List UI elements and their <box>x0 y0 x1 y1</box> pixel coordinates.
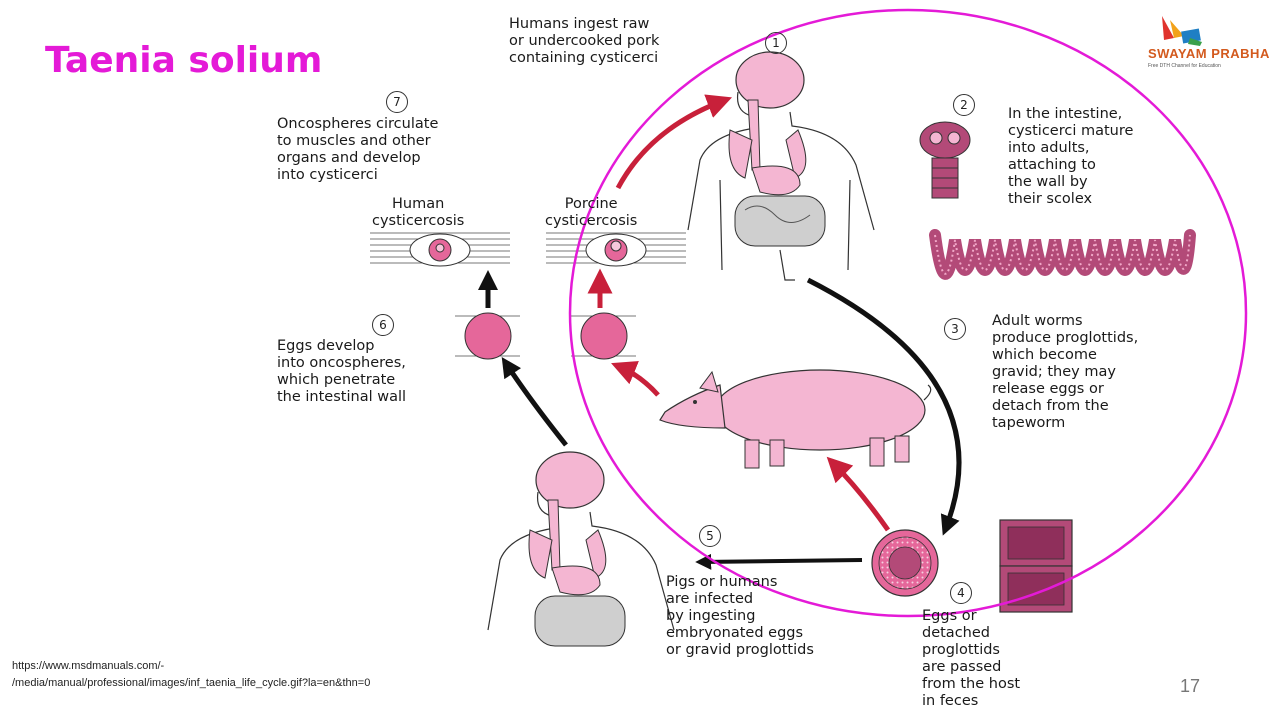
step-number-2: 2 <box>953 94 975 116</box>
adult-tapeworm <box>929 229 1196 280</box>
scolex-illustration <box>919 121 971 199</box>
step-number-7: 7 <box>386 91 408 113</box>
embryonated-egg <box>871 529 939 597</box>
page-number: 17 <box>1180 676 1201 696</box>
pig-illustration <box>659 369 932 469</box>
highlight-circle <box>568 8 1248 618</box>
arrow-egg-to-human <box>695 553 863 570</box>
step-5-label: Pigs or humans are infected by ingesting… <box>666 574 814 658</box>
arrow-human-to-egg <box>806 277 962 536</box>
arrow-human-to-oncosphere <box>501 356 568 447</box>
swayam-prabha-logo: SWAYAM PRABHA Free DTH Channel for Educa… <box>1140 8 1269 78</box>
step-1-label: Humans ingest raw or undercooked pork co… <box>509 16 660 66</box>
human-figure-bottom <box>487 451 675 647</box>
logo-text: SWAYAM PRABHA <box>1148 46 1270 61</box>
step-7-label: Oncospheres circulate to muscles and oth… <box>277 116 439 183</box>
source-url-line-1: https://www.msdmanuals.com/- <box>12 660 165 672</box>
gravid-proglottids <box>999 519 1073 613</box>
human-cysticercosis-label: Human cysticercosis <box>372 196 465 229</box>
step-number-6: 6 <box>372 314 394 336</box>
step-4-label: Eggs or detached proglottids are passed … <box>922 608 1021 709</box>
step-3-label: Adult worms produce proglottids, which b… <box>992 313 1139 431</box>
source-url-line-2: /media/manual/professional/images/inf_ta… <box>12 677 371 689</box>
porcine-cysticercosis-tissue <box>546 232 686 267</box>
logo-mark-icon <box>1162 16 1202 46</box>
arrow-pig-to-oncosphere <box>611 361 660 397</box>
step-number-3: 3 <box>944 318 966 340</box>
oncosphere-pig <box>571 312 636 360</box>
step-2-label: In the intestine, cysticerci mature into… <box>1008 106 1134 207</box>
arrow-egg-to-pig <box>826 456 891 532</box>
slide-title: Taenia solium <box>45 40 323 81</box>
human-figure-top <box>687 51 875 281</box>
arrow-pork-to-human <box>615 94 733 190</box>
step-number-5: 5 <box>699 525 721 547</box>
logo-tagline: Free DTH Channel for Education <box>1148 63 1221 69</box>
step-6-label: Eggs develop into oncospheres, which pen… <box>277 338 407 405</box>
human-cysticercosis-tissue <box>370 232 510 267</box>
porcine-cysticercosis-label: Porcine cysticercosis <box>545 196 638 229</box>
oncosphere-human <box>455 312 520 360</box>
step-number-1: 1 <box>765 32 787 54</box>
step-number-4: 4 <box>950 582 972 604</box>
